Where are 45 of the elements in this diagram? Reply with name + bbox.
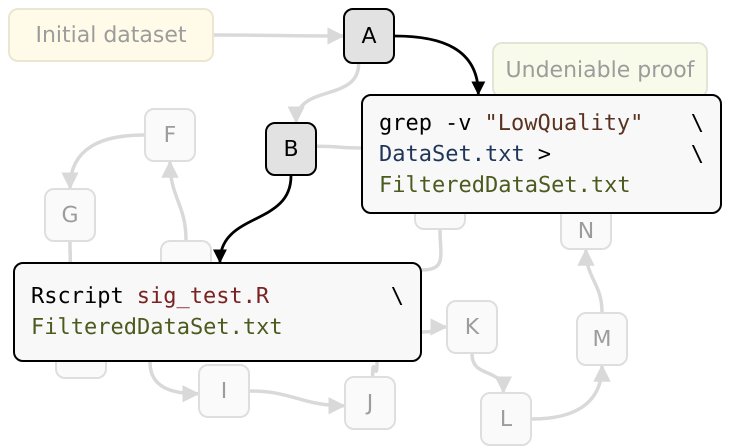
process-box	[414, 214, 466, 230]
process-box	[446, 300, 498, 354]
arrow	[62, 133, 144, 190]
node-label: A	[361, 24, 377, 48]
process-box	[480, 392, 532, 446]
arrow	[470, 354, 510, 394]
node-label: I	[220, 378, 228, 404]
arrow	[214, 27, 345, 45]
node-label: Undeniable proof	[506, 58, 694, 82]
code-box	[13, 262, 422, 362]
arrow	[578, 248, 604, 312]
arrow	[290, 64, 360, 124]
process-box	[8, 8, 214, 62]
code-box	[361, 94, 722, 214]
code-text: FilteredDataSet.txt	[31, 314, 284, 342]
code-text: Rscript sig_test.R \	[31, 283, 404, 311]
process-box	[55, 362, 107, 379]
code-text: DataSet.txt > \	[379, 140, 704, 168]
node-label: N	[578, 218, 594, 244]
node-label: B	[283, 136, 299, 162]
process-box	[344, 376, 396, 430]
arrow	[162, 160, 188, 240]
node-label: Initial dataset	[35, 22, 187, 48]
node-label: F	[164, 122, 176, 148]
arrow	[250, 389, 346, 414]
process-box	[44, 188, 96, 242]
code-text: grep -v "LowQuality" \	[379, 110, 704, 138]
arrow	[422, 318, 448, 336]
step-box	[343, 8, 395, 64]
process-box	[160, 240, 212, 262]
process-box	[144, 108, 196, 162]
process-box	[198, 364, 250, 418]
process-box	[576, 312, 628, 366]
arrow	[148, 362, 200, 402]
arrow	[214, 176, 292, 264]
step-box	[265, 122, 317, 176]
node-label: L	[500, 406, 512, 432]
node-label: M	[592, 326, 612, 352]
arrow	[532, 364, 610, 421]
node-label: G	[61, 202, 79, 228]
process-box	[560, 214, 612, 250]
node-label: J	[366, 390, 374, 416]
node-label: K	[464, 314, 480, 340]
arrow	[394, 34, 484, 96]
code-text: FilteredDataSet.txt	[379, 172, 632, 200]
